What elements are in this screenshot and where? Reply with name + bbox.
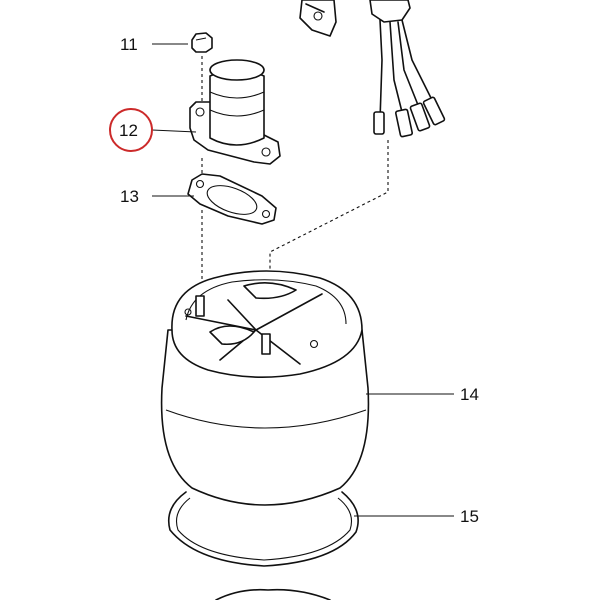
part-14-motor-housing <box>160 270 370 506</box>
bottom-partial-part <box>215 588 331 600</box>
leader-12 <box>151 129 197 133</box>
connector-2 <box>395 108 413 138</box>
callout-12-label: 12 <box>119 121 138 140</box>
connector-4 <box>422 96 446 126</box>
connector-3 <box>409 102 431 132</box>
wire-harness <box>269 0 446 280</box>
part-12-outlet-elbow <box>189 59 281 165</box>
stud-left <box>195 295 205 317</box>
stud-center <box>261 333 271 355</box>
part-15-o-ring <box>167 491 359 567</box>
part-11-nut <box>191 32 213 53</box>
connector-1 <box>373 111 385 135</box>
callout-14-label: 14 <box>460 385 479 404</box>
callout-15-label: 15 <box>460 507 479 526</box>
bracket-top <box>299 0 337 37</box>
part-13-gasket <box>187 173 277 225</box>
callout-12-highlight-circle <box>109 108 153 152</box>
callout-11-label: 11 <box>120 35 138 54</box>
callout-13-label: 13 <box>120 187 139 206</box>
